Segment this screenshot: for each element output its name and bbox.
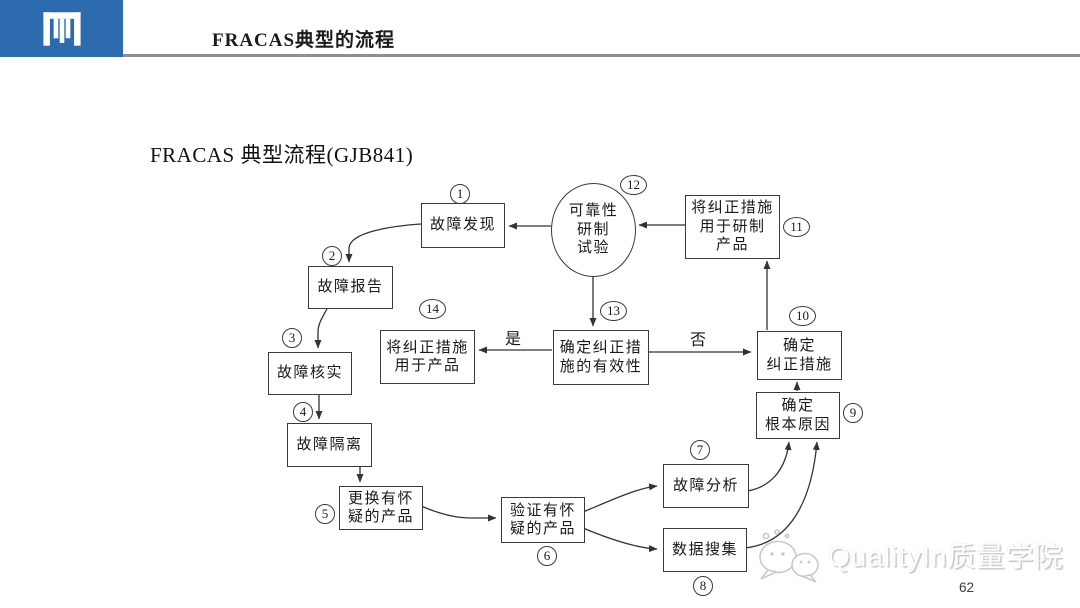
step-number-9: 9 [843, 403, 863, 423]
node-label: 用于研制 [699, 218, 766, 235]
node-label: 故障报告 [317, 279, 384, 296]
node-label: 确定纠正措 [559, 340, 643, 356]
page-number: 62 [959, 580, 975, 595]
node-label: 验证有怀 [509, 502, 576, 519]
node-label: 故障发现 [429, 217, 496, 234]
step-number-14: 14 [419, 299, 446, 319]
flow-node-apply-corrective-action-product: 将纠正措施 用于产品 [380, 330, 475, 384]
flow-node-fault-analysis: 故障分析 [663, 464, 749, 508]
flow-node-determine-root-cause: 确定 根本原因 [756, 392, 840, 439]
page-title: FRACAS 典型流程(GJB841) [150, 143, 414, 167]
flow-node-fault-report: 故障报告 [308, 266, 393, 309]
node-label: 确定 [781, 398, 815, 414]
flow-node-determine-corrective-action: 确定 纠正措施 [757, 331, 842, 380]
step-number-5: 5 [315, 504, 335, 524]
step-number-13: 13 [600, 301, 627, 321]
node-label: 故障隔离 [296, 436, 363, 453]
edge-report-to-verification [314, 306, 329, 349]
watermark: QualityIn质量学院 [756, 527, 1064, 583]
node-label: 将纠正措施 [691, 200, 774, 217]
edge-analysis-to-rootcause [746, 441, 792, 492]
flow-node-reliability-development-test: 可靠性 研制 试验 [551, 183, 636, 277]
step-number-12: 12 [620, 175, 647, 195]
flow-node-verify-suspected-product: 验证有怀 疑的产品 [501, 497, 585, 543]
node-label: 将纠正措施 [386, 339, 469, 356]
node-label: 故障核实 [276, 365, 343, 382]
edge-collection-to-rootcause [744, 441, 820, 549]
yes-label: 是 [505, 331, 522, 348]
pillars-logo-icon [42, 11, 81, 46]
flow-node-apply-corrective-action-dev-product: 将纠正措施 用于研制 产品 [685, 195, 780, 259]
node-label: 可靠性 [568, 203, 619, 220]
step-number-6: 6 [537, 546, 557, 566]
step-number-2: 2 [322, 246, 342, 266]
flow-node-data-collection: 数据搜集 [663, 528, 747, 572]
edge-replace-to-verify [420, 505, 497, 522]
step-number-11: 11 [783, 217, 810, 237]
node-label: 疑的产品 [509, 521, 576, 537]
node-label: 疑的产品 [347, 509, 414, 525]
node-label: 确定 [782, 338, 816, 354]
step-number-8: 8 [693, 576, 713, 596]
watermark-text: QualityIn质量学院 [828, 541, 1064, 572]
node-label: 研制 [576, 221, 610, 238]
edge-verify-to-collection [582, 527, 658, 553]
node-label: 产品 [715, 237, 749, 254]
no-label: 否 [690, 332, 707, 349]
step-number-7: 7 [690, 440, 710, 460]
header-rule [123, 54, 1080, 57]
node-label: 施的有效性 [559, 358, 643, 375]
step-number-4: 4 [293, 402, 313, 422]
step-number-1: 1 [450, 184, 470, 204]
node-label: 试验 [576, 240, 610, 257]
node-label: 用于产品 [394, 358, 461, 374]
node-label: 数据搜集 [671, 541, 738, 558]
node-label: 故障分析 [672, 477, 739, 494]
edge-verify-to-analysis [582, 483, 658, 513]
edge-discovery-to-report [345, 223, 422, 263]
flow-node-replace-suspected-product: 更换有怀 疑的产品 [339, 486, 423, 530]
step-number-3: 3 [282, 328, 302, 348]
wechat-bubbles-icon [759, 529, 819, 583]
flow-node-fault-discovery: 故障发现 [421, 203, 505, 248]
node-label: 更换有怀 [347, 490, 414, 507]
node-label: 根本原因 [764, 416, 831, 433]
step-number-10: 10 [789, 306, 816, 326]
node-label: 纠正措施 [766, 356, 833, 373]
flow-node-fault-verification: 故障核实 [268, 352, 352, 395]
header-title: FRACAS典型的流程 [212, 30, 396, 51]
flow-node-determine-effectiveness: 确定纠正措 施的有效性 [553, 330, 649, 385]
logo [0, 0, 123, 57]
flow-node-fault-isolation: 故障隔离 [287, 423, 372, 467]
